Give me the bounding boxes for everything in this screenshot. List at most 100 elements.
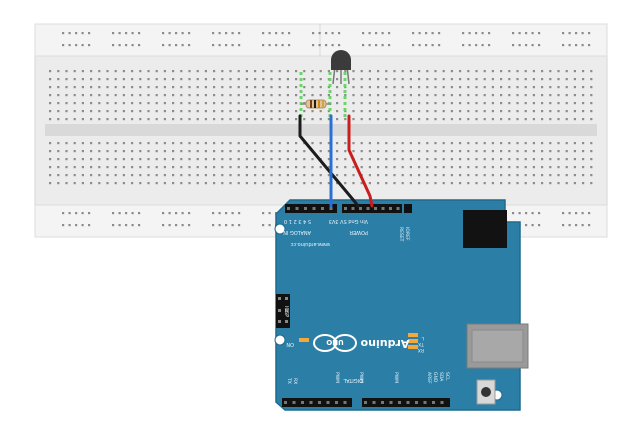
breadboard-hole xyxy=(81,110,84,113)
breadboard-hole xyxy=(581,224,584,227)
breadboard-hole xyxy=(131,150,134,153)
breadboard-hole xyxy=(538,212,541,215)
breadboard-hole xyxy=(118,224,121,227)
breadboard-hole xyxy=(352,150,355,153)
breadboard-hole xyxy=(377,166,380,169)
breadboard-hole xyxy=(532,158,535,161)
breadboard-hole xyxy=(377,70,380,73)
breadboard-hole xyxy=(90,118,93,121)
breadboard-hole xyxy=(81,86,84,89)
breadboard-hole xyxy=(131,182,134,185)
breadboard-hole xyxy=(344,118,347,121)
breadboard-hole xyxy=(49,118,52,121)
breadboard-hole xyxy=(549,150,552,153)
breadboard-hole xyxy=(377,150,380,153)
breadboard-hole xyxy=(163,110,166,113)
breadboard-hole xyxy=(275,32,278,35)
breadboard-hole xyxy=(138,224,141,227)
breadboard-hole xyxy=(262,158,265,161)
breadboard-hole xyxy=(467,182,470,185)
breadboard-hole xyxy=(385,94,388,97)
brand-label: Arduino xyxy=(360,337,409,350)
breadboard-hole xyxy=(237,70,240,73)
breadboard-hole xyxy=(114,70,117,73)
breadboard-hole xyxy=(196,70,199,73)
breadboard-hole xyxy=(125,224,128,227)
breadboard-hole xyxy=(434,118,437,121)
breadboard-hole xyxy=(385,166,388,169)
breadboard-hole xyxy=(573,102,576,105)
breadboard-hole xyxy=(524,174,527,177)
breadboard-hole xyxy=(57,70,60,73)
breadboard-hole xyxy=(491,158,494,161)
breadboard-hole xyxy=(218,44,221,47)
breadboard-hole xyxy=(122,78,125,81)
breadboard-hole xyxy=(368,182,371,185)
breadboard-hole xyxy=(475,166,478,169)
breadboard-hole xyxy=(57,110,60,113)
breadboard-hole xyxy=(172,142,175,145)
breadboard-hole xyxy=(368,150,371,153)
breadboard-hole xyxy=(262,118,265,121)
breadboard-hole xyxy=(204,166,207,169)
breadboard-hole xyxy=(288,32,291,35)
breadboard-hole xyxy=(438,44,441,47)
website-label: www.arduino.cc xyxy=(290,241,330,247)
breadboard-hole xyxy=(565,102,568,105)
breadboard-hole xyxy=(385,182,388,185)
led-l-label: L xyxy=(421,335,424,341)
breadboard-hole xyxy=(582,142,585,145)
breadboard-hole xyxy=(491,142,494,145)
pwm-label: PWM xyxy=(358,372,364,383)
breadboard-hole xyxy=(295,70,298,73)
breadboard-hole xyxy=(426,166,429,169)
breadboard-hole xyxy=(229,86,232,89)
breadboard-hole xyxy=(401,182,404,185)
breadboard-hole xyxy=(286,110,289,113)
breadboard-hole xyxy=(491,102,494,105)
breadboard-hole xyxy=(491,94,494,97)
breadboard-hole xyxy=(278,158,281,161)
breadboard-hole xyxy=(426,174,429,177)
breadboard-hole xyxy=(155,174,158,177)
breadboard-hole xyxy=(588,44,591,47)
breadboard-hole xyxy=(155,110,158,113)
breadboard-hole xyxy=(462,32,465,35)
breadboard-hole xyxy=(327,94,330,97)
breadboard-hole xyxy=(475,118,478,121)
breadboard-hole xyxy=(541,70,544,73)
breadboard-hole xyxy=(237,94,240,97)
breadboard-hole xyxy=(81,182,84,185)
breadboard-hole xyxy=(295,94,298,97)
breadboard-hole xyxy=(516,70,519,73)
breadboard-hole xyxy=(106,150,109,153)
header-pin xyxy=(301,401,304,404)
breadboard-hole xyxy=(352,102,355,105)
breadboard-hole xyxy=(106,102,109,105)
breadboard-hole xyxy=(524,70,527,73)
breadboard-hole xyxy=(581,212,584,215)
breadboard-hole xyxy=(459,86,462,89)
breadboard-hole xyxy=(488,32,491,35)
breadboard-hole xyxy=(106,110,109,113)
breadboard-hole xyxy=(65,118,68,121)
breadboard-hole xyxy=(139,86,142,89)
breadboard-hole xyxy=(73,70,76,73)
breadboard-hole xyxy=(590,102,593,105)
breadboard-hole xyxy=(338,44,341,47)
header-pin xyxy=(406,401,410,404)
breadboard-hole xyxy=(90,142,93,145)
breadboard-hole xyxy=(212,32,215,35)
breadboard-hole xyxy=(590,94,593,97)
breadboard-hole xyxy=(295,150,298,153)
breadboard-hole xyxy=(568,44,571,47)
breadboard-hole xyxy=(303,150,306,153)
breadboard-hole xyxy=(213,70,216,73)
breadboard-hole xyxy=(303,78,306,81)
breadboard-hole xyxy=(483,158,486,161)
breadboard-hole xyxy=(65,182,68,185)
breadboard-hole xyxy=(188,44,191,47)
breadboard-hole xyxy=(254,142,257,145)
breadboard-hole xyxy=(245,166,248,169)
breadboard-hole xyxy=(278,150,281,153)
